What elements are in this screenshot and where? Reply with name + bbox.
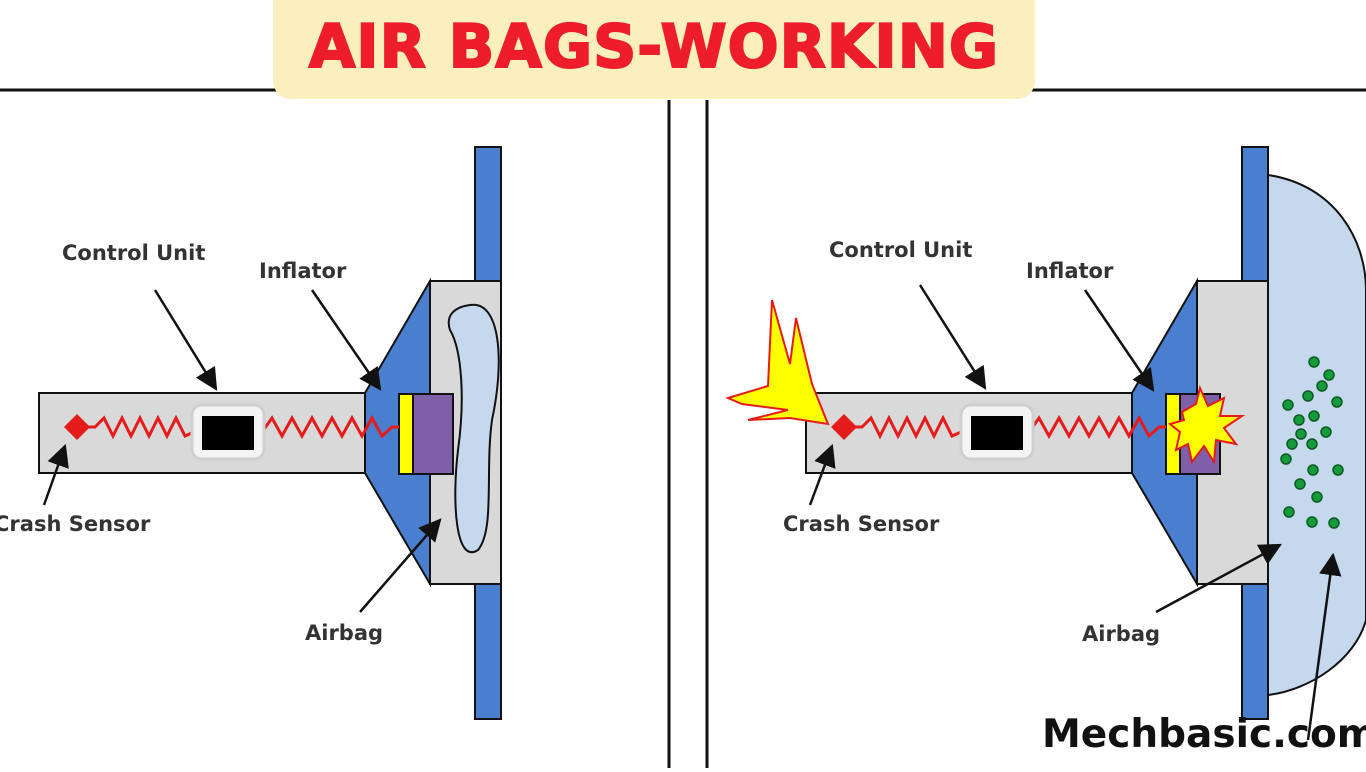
- gas-dot: [1332, 464, 1344, 476]
- inflated-airbag: [1267, 173, 1366, 697]
- arrow-airbag: [359, 518, 442, 613]
- crash-explosion-icon: [725, 299, 830, 426]
- gas-dot: [1323, 369, 1335, 381]
- gas-dot: [1308, 410, 1320, 422]
- steering-column-top: [474, 146, 502, 282]
- gas-dot: [1282, 399, 1294, 411]
- gas-dot: [1306, 516, 1318, 528]
- gas-dot: [1311, 491, 1323, 503]
- left-panel: Control Unit Inflator Crash Sensor Airba…: [0, 146, 502, 720]
- crash-sensor-diamond: [64, 414, 90, 440]
- gas-dot: [1286, 438, 1298, 450]
- title-banner: AIR BAGS-WORKING: [273, 0, 1035, 99]
- wire: [260, 414, 399, 440]
- inflator-purple: [412, 393, 454, 475]
- wire: [853, 414, 962, 440]
- arrow-gas: [1306, 552, 1342, 741]
- right-panel: Control Unit Inflator Crash Sensor Airba…: [725, 146, 1366, 741]
- inflator-yellow: [398, 393, 414, 475]
- wire: [86, 414, 195, 440]
- control-unit-chip: [202, 416, 254, 450]
- label-control-unit: Control Unit: [62, 241, 205, 265]
- gas-dot: [1320, 426, 1332, 438]
- gas-dot: [1302, 390, 1314, 402]
- gas-dot: [1331, 396, 1343, 408]
- arrow-airbag: [1155, 543, 1282, 614]
- label-airbag: Airbag: [305, 621, 383, 645]
- arrow-control-unit: [153, 289, 218, 391]
- wire: [1027, 414, 1166, 440]
- label-inflator: Inflator: [1026, 259, 1114, 283]
- inflator-explosion-icon: [1167, 384, 1246, 466]
- arrow-crash-sensor: [42, 443, 69, 506]
- steering-column-bottom: [474, 583, 502, 720]
- gas-dot: [1295, 428, 1307, 440]
- crash-sensor-diamond: [831, 414, 857, 440]
- arrow-control-unit: [918, 284, 987, 390]
- arrow-crash-sensor: [808, 443, 836, 506]
- label-crash-sensor: Crash Sensor: [783, 512, 940, 536]
- label-control-unit: Control Unit: [829, 238, 972, 262]
- watermark: Mechbasic.com: [1042, 712, 1366, 757]
- page-title: AIR BAGS-WORKING: [308, 11, 1000, 83]
- inflator-yellow: [1165, 393, 1181, 475]
- gas-particles: [1280, 356, 1344, 529]
- gas-dot: [1306, 438, 1318, 450]
- folded-airbag: [447, 303, 500, 554]
- label-airbag: Airbag: [1082, 622, 1160, 646]
- control-unit-chip: [971, 416, 1023, 450]
- gas-dot: [1308, 356, 1320, 368]
- label-inflator: Inflator: [259, 259, 347, 283]
- gas-dot: [1307, 464, 1319, 476]
- label-crash-sensor: Crash Sensor: [0, 512, 151, 536]
- gas-dot: [1294, 478, 1306, 490]
- steering-column-top: [1241, 146, 1269, 282]
- arrow-inflator: [1083, 289, 1155, 392]
- gas-dot: [1328, 517, 1340, 529]
- gas-dot: [1280, 453, 1292, 465]
- panel-frame: [0, 88, 1366, 768]
- steering-column-bottom: [1241, 583, 1269, 720]
- gas-dot: [1293, 414, 1305, 426]
- gas-dot: [1283, 506, 1295, 518]
- arrow-inflator: [310, 289, 382, 391]
- gas-dot: [1316, 380, 1328, 392]
